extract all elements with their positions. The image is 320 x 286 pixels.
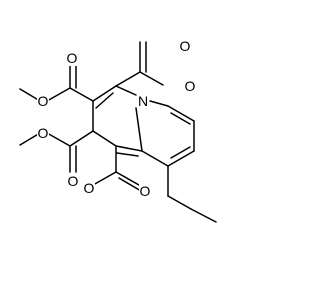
bond — [115, 145, 143, 152]
bond — [170, 146, 191, 159]
atom-label-o: O — [84, 180, 95, 196]
bond — [167, 195, 192, 210]
bond — [92, 85, 117, 102]
atom-label-o: O — [180, 38, 191, 54]
bond — [92, 171, 117, 186]
atom-label-o: O — [140, 183, 151, 199]
bond — [92, 130, 117, 147]
bond — [95, 92, 114, 109]
bond — [190, 208, 217, 223]
bond — [141, 150, 169, 167]
bond — [167, 150, 195, 167]
bond — [115, 171, 140, 186]
bond — [46, 132, 71, 147]
bond — [118, 177, 142, 192]
bond — [115, 71, 141, 87]
bond — [46, 87, 71, 102]
bond — [19, 132, 41, 146]
atom-label-o: O — [38, 125, 49, 141]
atom-label-o: O — [38, 93, 49, 109]
bond — [115, 85, 137, 96]
bond — [170, 112, 191, 125]
bond — [116, 152, 139, 157]
atom-label-n: N — [138, 93, 148, 109]
bond — [19, 88, 41, 102]
bond — [139, 71, 164, 86]
bond — [135, 107, 143, 152]
atom-label-o: O — [67, 50, 78, 66]
bond — [69, 87, 94, 102]
bond — [69, 130, 94, 147]
bond — [167, 105, 195, 122]
atom-label-o: O — [185, 78, 196, 94]
bond-lines — [19, 41, 217, 223]
bond — [149, 100, 169, 107]
atom-label-o: O — [68, 173, 79, 189]
